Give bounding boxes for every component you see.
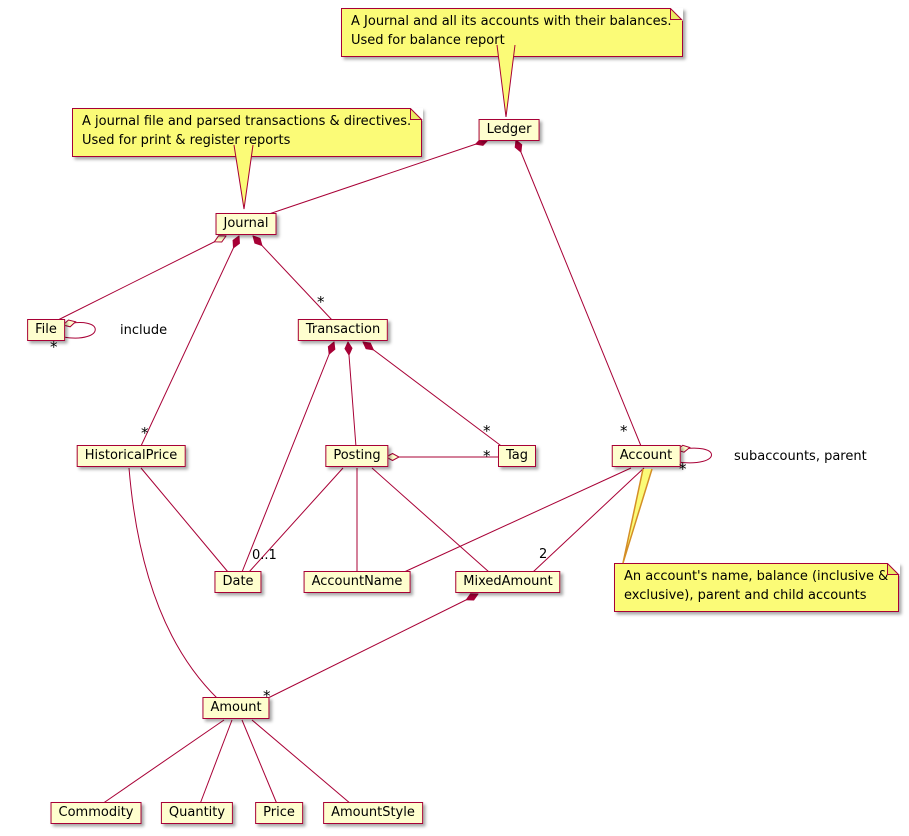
edge-label-include: include <box>120 323 168 338</box>
note-fold-icon <box>670 7 684 21</box>
class-box-posting: Posting <box>325 445 389 467</box>
note-line: Used for print & register reports <box>82 132 291 148</box>
note-account: An account's name, balance (inclusive & … <box>614 562 900 612</box>
edge-posting-date <box>248 467 344 573</box>
multiplicity-account-ledger: * <box>620 422 628 440</box>
note-fold-icon <box>886 562 900 576</box>
note-line: An account's name, balance (inclusive & <box>624 569 889 584</box>
edge-mixedamount-amount <box>261 594 478 702</box>
class-box-file: File <box>27 319 65 341</box>
class-box-date: Date <box>214 571 262 593</box>
edge-transaction-date <box>241 342 334 573</box>
edge-account-self <box>677 448 712 464</box>
class-box-historicalprice: HistoricalPrice <box>76 445 186 467</box>
multiplicity-historicalprice: * <box>141 424 149 442</box>
note-line: A Journal and all its accounts with thei… <box>351 14 672 29</box>
edge-ledger-journal <box>265 140 488 216</box>
multiplicity-mixedamount-account: 2 <box>539 547 548 562</box>
edge-journal-file <box>57 236 226 321</box>
class-box-accountname: AccountName <box>303 571 411 593</box>
note-line: exclusive), parent and child accounts <box>624 587 867 603</box>
multiplicity-transaction: * <box>317 293 325 311</box>
class-box-transaction: Transaction <box>297 319 389 341</box>
class-box-account: Account <box>611 445 681 467</box>
multiplicity-amount-mixedamount: * <box>263 687 271 705</box>
edge-account-mixedamount <box>532 467 645 573</box>
multiplicity-tag-posting: * <box>483 447 491 465</box>
class-box-amountstyle: AmountStyle <box>323 802 423 824</box>
note-ledger: A Journal and all its accounts with thei… <box>341 7 684 57</box>
class-box-amount: Amount <box>202 697 270 719</box>
edge-transaction-posting <box>348 342 357 448</box>
note-fold-icon <box>409 107 423 121</box>
edge-journal-transaction <box>253 236 333 321</box>
class-box-commodity: Commodity <box>50 802 142 824</box>
edge-amount-commodity <box>101 719 225 805</box>
edge-historicalprice-amount <box>128 467 219 700</box>
class-box-mixedamount: MixedAmount <box>455 571 561 593</box>
class-box-ledger: Ledger <box>478 119 540 141</box>
class-box-price: Price <box>255 802 303 824</box>
edge-posting-mixedamount <box>371 467 490 573</box>
multiplicity-date-transaction: 0..1 <box>252 548 277 563</box>
edge-amount-price <box>241 719 278 805</box>
note-line: A journal file and parsed transactions &… <box>82 114 412 129</box>
multiplicity-account-self: * <box>679 460 687 478</box>
edge-ledger-account <box>516 140 642 447</box>
edge-account-accountname <box>401 467 632 574</box>
edge-amount-quantity <box>199 719 233 805</box>
edge-label-subaccounts-parent: subaccounts, parent <box>734 449 867 464</box>
note-journal: A journal file and parsed transactions &… <box>72 107 423 157</box>
class-box-quantity: Quantity <box>160 802 234 824</box>
multiplicity-tag-transaction: * <box>483 422 491 440</box>
class-box-journal: Journal <box>215 213 277 235</box>
class-box-tag: Tag <box>497 445 537 467</box>
edge-transaction-tag <box>363 342 505 449</box>
multiplicity-file-include: * <box>50 338 58 356</box>
note-line: Used for balance report <box>351 32 505 48</box>
edge-amount-amountstyle <box>251 719 352 805</box>
edge-journal-historicalprice <box>140 236 239 447</box>
edge-historicalprice-date <box>140 467 229 573</box>
edge-file-include-self <box>63 323 96 339</box>
